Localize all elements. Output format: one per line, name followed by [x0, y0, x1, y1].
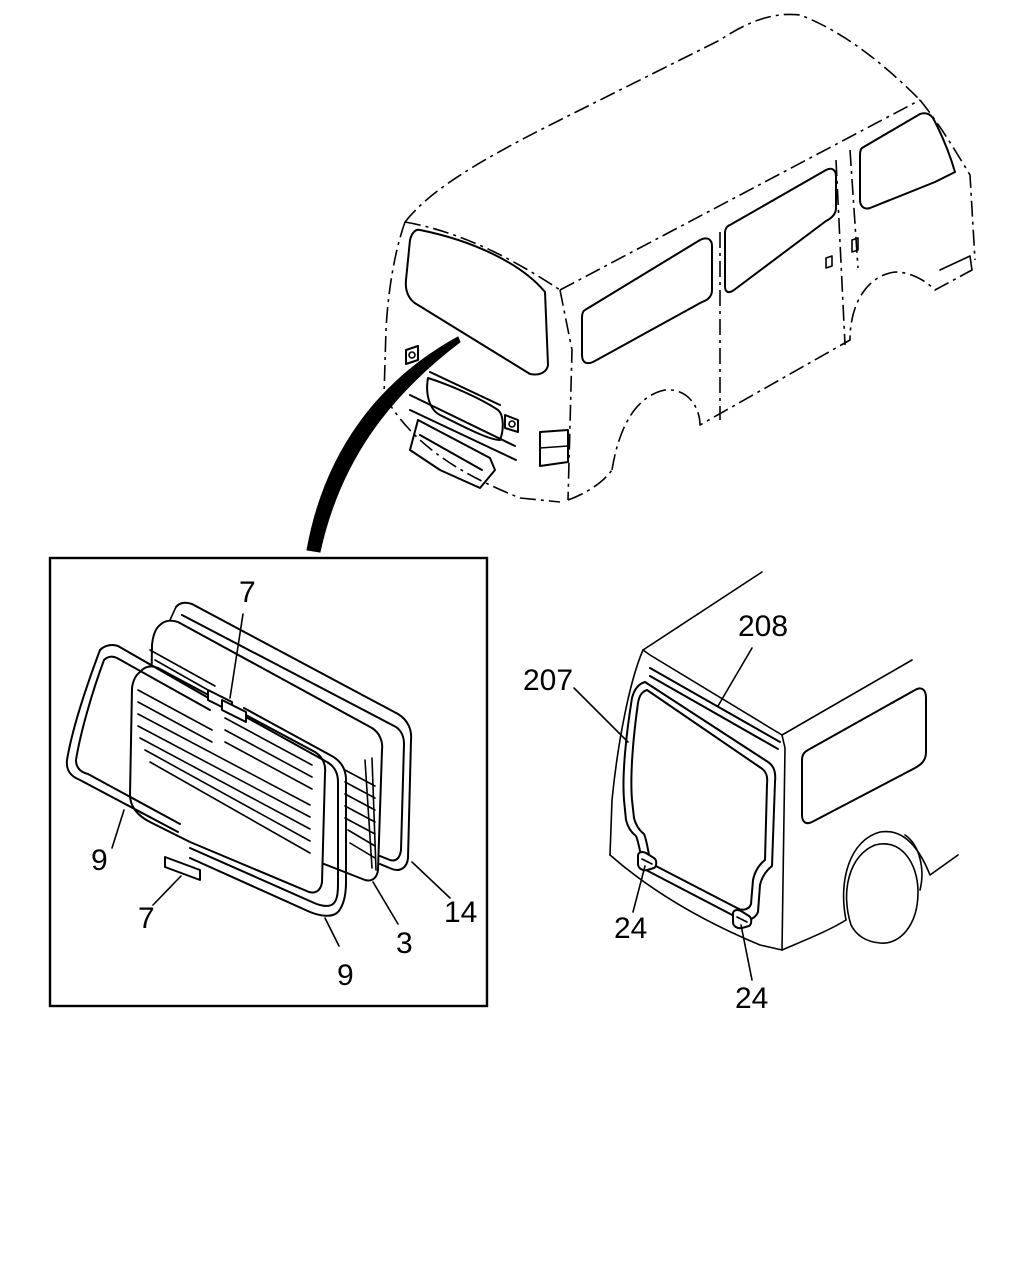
callout-7-left: 7 — [138, 902, 155, 935]
callout-leader-curve — [306, 336, 461, 553]
callout-24-left: 24 — [614, 912, 647, 945]
van-body-drawing — [383, 13, 976, 503]
callout-3: 3 — [396, 927, 413, 960]
part-7-joint — [164, 689, 247, 881]
inset-leader-lines — [111, 613, 451, 947]
callout-7-top: 7 — [239, 576, 256, 609]
callout-208: 208 — [738, 610, 788, 643]
callout-9-left: 9 — [91, 844, 108, 877]
callout-9-bottom: 9 — [337, 959, 354, 992]
callout-207: 207 — [523, 664, 573, 697]
part-3-glass — [149, 619, 384, 882]
inset-panel: 7 9 7 9 3 14 — [48, 556, 489, 1008]
part-9-weatherstrip — [65, 644, 347, 917]
back-door-drawing: 207 208 24 24 — [523, 571, 959, 1015]
callout-24-bottom: 24 — [735, 982, 768, 1015]
part-14-molding — [169, 601, 413, 871]
callout-14: 14 — [444, 896, 477, 929]
